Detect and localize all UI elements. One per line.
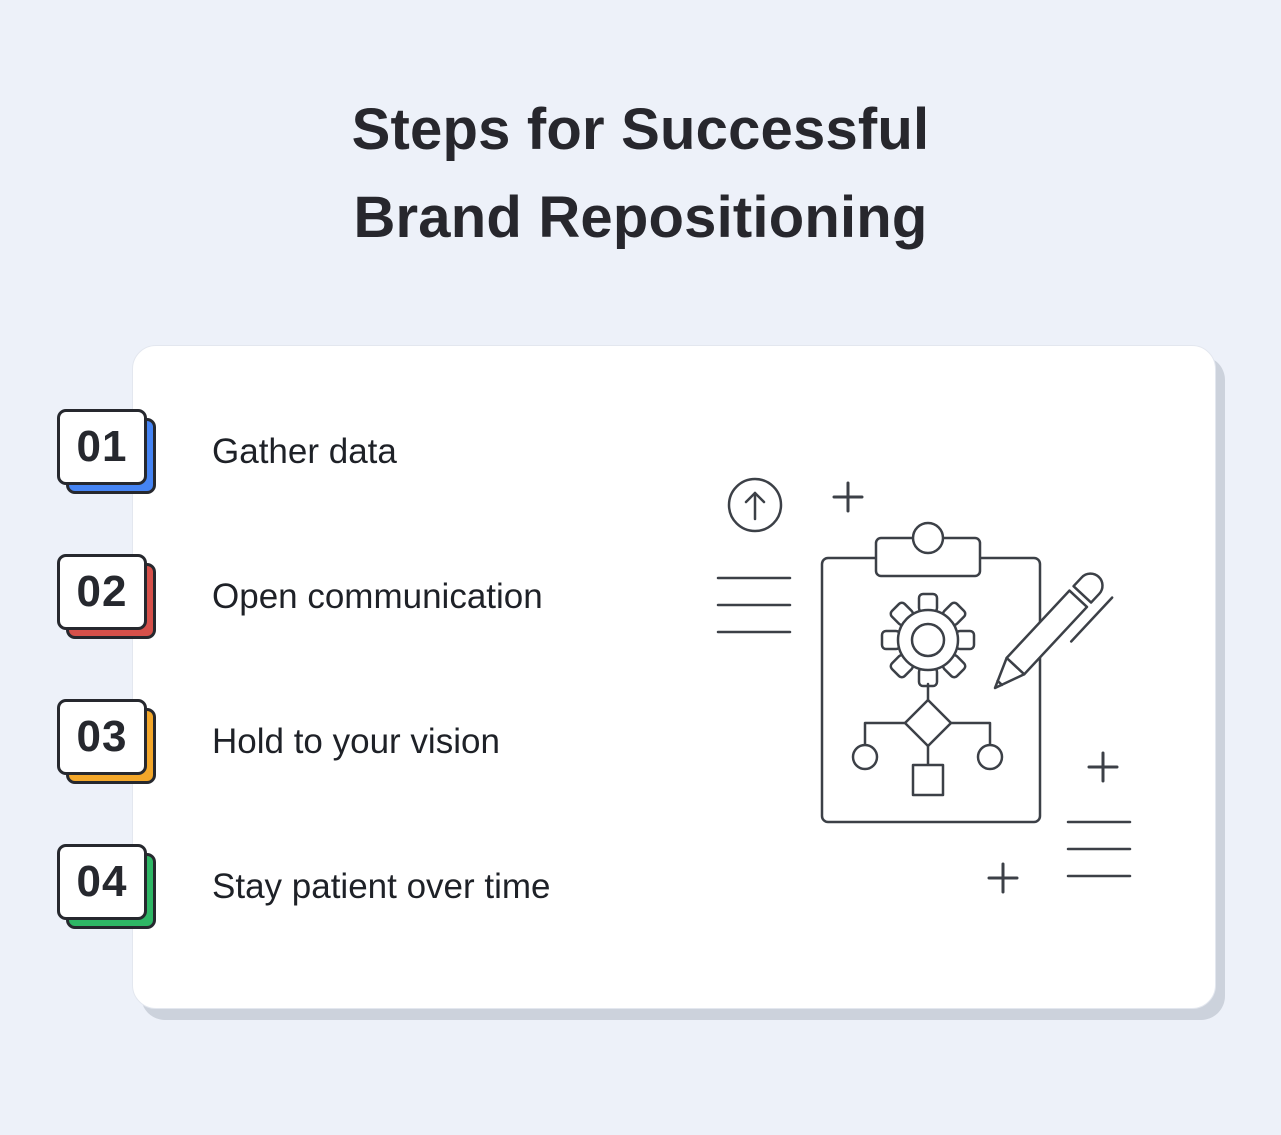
step-number: 03 — [76, 712, 128, 761]
badge-face: 02 — [57, 554, 147, 630]
steps-list: 01 Gather data 02 Open communication 03 … — [57, 409, 551, 929]
step-row-4: 04 Stay patient over time — [57, 844, 551, 929]
step-label: Gather data — [212, 431, 397, 471]
plus-icon — [1087, 751, 1119, 783]
up-arrow-circle-icon — [727, 477, 783, 533]
badge-face: 01 — [57, 409, 147, 485]
step-row-1: 01 Gather data — [57, 409, 551, 494]
page-title-line-2: Brand Repositioning — [353, 185, 928, 250]
clipboard-illustration — [716, 477, 1132, 894]
step-label: Hold to your vision — [212, 721, 500, 761]
step-row-3: 03 Hold to your vision — [57, 699, 551, 784]
step-label: Stay patient over time — [212, 866, 551, 906]
step-number: 04 — [76, 857, 128, 906]
step-label: Open communication — [212, 576, 543, 616]
badge-face: 03 — [57, 699, 147, 775]
step-number: 01 — [76, 422, 128, 471]
gear-icon — [880, 592, 976, 688]
step-number-badge: 01 — [57, 409, 156, 494]
page-title: Steps for Successful Brand Repositioning — [0, 86, 1281, 262]
step-number-badge: 04 — [57, 844, 156, 929]
list-lines-icon — [716, 576, 792, 634]
step-number-badge: 02 — [57, 554, 156, 639]
step-row-2: 02 Open communication — [57, 554, 551, 639]
badge-face: 04 — [57, 844, 147, 920]
pencil-icon — [993, 572, 1114, 690]
flowchart-icon — [851, 682, 1004, 797]
plus-icon — [987, 862, 1019, 894]
step-number-badge: 03 — [57, 699, 156, 784]
plus-icon — [832, 481, 864, 513]
page-title-line-1: Steps for Successful — [351, 97, 930, 162]
list-lines-icon — [1066, 820, 1132, 878]
step-number: 02 — [76, 567, 128, 616]
